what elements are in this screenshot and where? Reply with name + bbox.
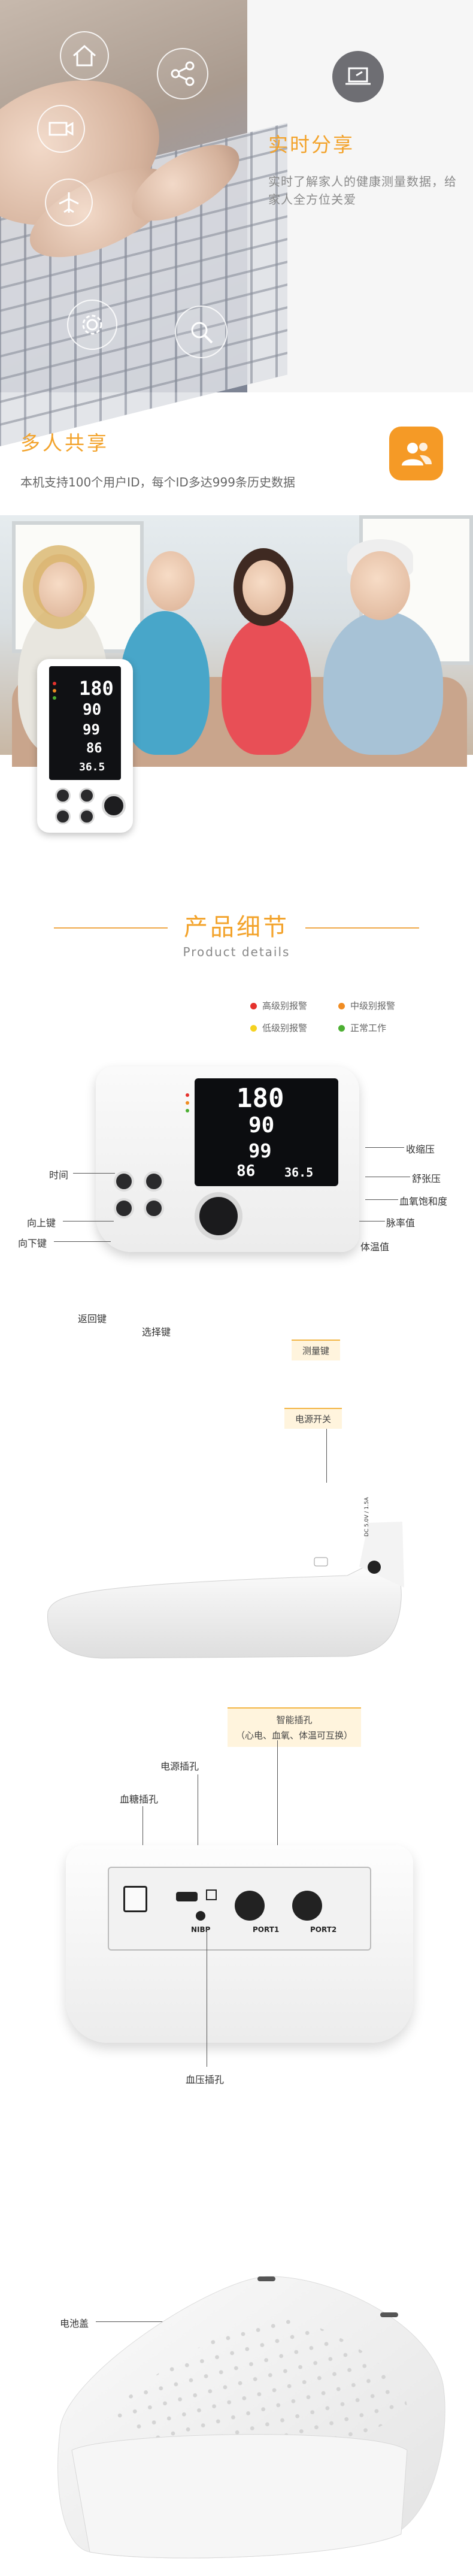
leader-line xyxy=(365,1199,398,1200)
label-up-key: 向上键 xyxy=(27,1217,56,1229)
label-battery-cover: 电池盖 xyxy=(60,2318,89,2329)
leader-line xyxy=(365,1147,404,1148)
smart-port-title: 智能插孔 xyxy=(276,1715,313,1725)
label-power-switch: 电源开关 xyxy=(284,1408,342,1429)
power-symbol-icon xyxy=(206,1889,217,1900)
device-rear-view: NIBP PORT1 PORT2 xyxy=(66,1845,413,2043)
divider xyxy=(305,927,419,929)
screen-spo2: 99 xyxy=(83,721,100,738)
legend-item: 中级别报警 xyxy=(338,999,395,1012)
port-panel: NIBP PORT1 PORT2 xyxy=(108,1867,371,1951)
leader-line xyxy=(63,1221,114,1222)
usb-port-icon xyxy=(123,1886,147,1912)
label-pulse: 脉率值 xyxy=(386,1217,416,1229)
port2-label: PORT2 xyxy=(310,1925,337,1934)
leader-line xyxy=(277,1740,278,1866)
front-screen-systolic: 180 xyxy=(236,1083,284,1114)
label-bp-port: 血压插孔 xyxy=(186,2074,225,2085)
select-button[interactable] xyxy=(144,1198,164,1219)
power-port-icon xyxy=(176,1892,198,1901)
leader-line xyxy=(54,1241,111,1242)
legend-dot xyxy=(338,1003,345,1009)
leader-line xyxy=(73,1173,115,1174)
front-screen-diastolic: 90 xyxy=(248,1113,275,1138)
share-description: 实时了解家人的健康测量数据，给家人全方位关爱 xyxy=(268,174,457,207)
legend-item: 高级别报警 xyxy=(250,999,307,1012)
share-icon xyxy=(157,48,208,99)
home-icon xyxy=(60,31,109,80)
plane-icon xyxy=(45,179,93,226)
leader-line xyxy=(96,2321,165,2322)
up-button[interactable] xyxy=(114,1171,134,1192)
return-button[interactable] xyxy=(114,1198,134,1219)
laptop-icon xyxy=(332,51,384,102)
label-time: 时间 xyxy=(49,1169,69,1181)
gear-icon xyxy=(67,300,117,350)
device-front-view: 180 90 99 86 36.5 xyxy=(96,1066,359,1252)
divider xyxy=(54,927,168,929)
share-title: 实时分享 xyxy=(268,133,354,156)
multi-user-description: 本机支持100个用户ID，每个ID多达999条历史数据 xyxy=(20,475,295,489)
label-return-key: 返回键 xyxy=(78,1313,107,1325)
legend-item: 低级别报警 xyxy=(250,1021,307,1034)
port1-icon xyxy=(235,1891,265,1921)
camera-icon xyxy=(37,105,85,153)
screen-systolic: 180 xyxy=(79,677,114,700)
power-switch-icon xyxy=(314,1557,328,1567)
screen-diastolic: 90 xyxy=(83,701,102,719)
smart-port-note: （心电、血氧、体温可互换） xyxy=(236,1730,353,1741)
device-button xyxy=(55,788,71,803)
search-icon xyxy=(175,306,228,358)
measure-button-icon xyxy=(102,794,126,818)
device-button xyxy=(55,809,71,824)
device-thumbnail: 180 90 99 86 36.5 xyxy=(37,659,133,833)
battery-cover-icon xyxy=(71,2434,408,2559)
label-temperature: 体温值 xyxy=(360,1241,390,1253)
port1-label: PORT1 xyxy=(253,1925,280,1934)
label-diastolic: 舒张压 xyxy=(412,1173,441,1184)
device-button xyxy=(79,788,95,803)
front-screen-pulse: 86 xyxy=(236,1162,256,1180)
front-screen-spo2: 99 xyxy=(248,1139,272,1162)
screen-pulse: 86 xyxy=(86,741,102,756)
legend-dot xyxy=(250,1025,257,1032)
down-button[interactable] xyxy=(144,1171,164,1192)
label-glucose-port: 血糖插孔 xyxy=(120,1794,159,1805)
details-subtitle: Product details xyxy=(183,945,290,959)
label-measure-key: 测量键 xyxy=(292,1340,341,1360)
details-title: 产品细节 xyxy=(184,914,289,941)
leader-line xyxy=(142,1806,143,1881)
label-down-key: 向下键 xyxy=(18,1238,47,1249)
legend-dot xyxy=(338,1025,345,1032)
users-icon xyxy=(389,427,443,480)
device-bottom-view xyxy=(57,2276,445,2559)
label-select-key: 选择键 xyxy=(142,1326,171,1338)
share-section: 实时分享 实时了解家人的健康测量数据，给家人全方位关爱 xyxy=(0,0,473,452)
device-side-view: DC 5.0V / 1.5A xyxy=(47,1496,404,1659)
label-systolic: 收缩压 xyxy=(406,1144,435,1155)
nibp-label: NIBP xyxy=(191,1925,211,1934)
legend-dot xyxy=(250,1003,257,1009)
multi-user-title: 多人共享 xyxy=(20,431,109,455)
typing-hands-photo xyxy=(0,0,287,452)
dc-port-icon xyxy=(368,1561,381,1574)
dc-port-label: DC 5.0V / 1.5A xyxy=(364,1496,370,1537)
label-spo2: 血氧饱和度 xyxy=(399,1196,448,1207)
legend-item: 正常工作 xyxy=(338,1021,386,1034)
measure-button[interactable] xyxy=(195,1192,242,1240)
label-smart-port: 智能插孔 （心电、血氧、体温可互换） xyxy=(228,1707,362,1747)
leader-line xyxy=(326,1429,327,1483)
port2-icon xyxy=(292,1891,322,1921)
device-button xyxy=(79,809,95,824)
screen-temperature: 36.5 xyxy=(79,761,105,773)
label-power-port: 电源插孔 xyxy=(160,1761,199,1772)
nibp-port-icon xyxy=(196,1911,205,1921)
front-screen-temperature: 36.5 xyxy=(284,1165,314,1180)
leader-line xyxy=(359,1221,385,1222)
